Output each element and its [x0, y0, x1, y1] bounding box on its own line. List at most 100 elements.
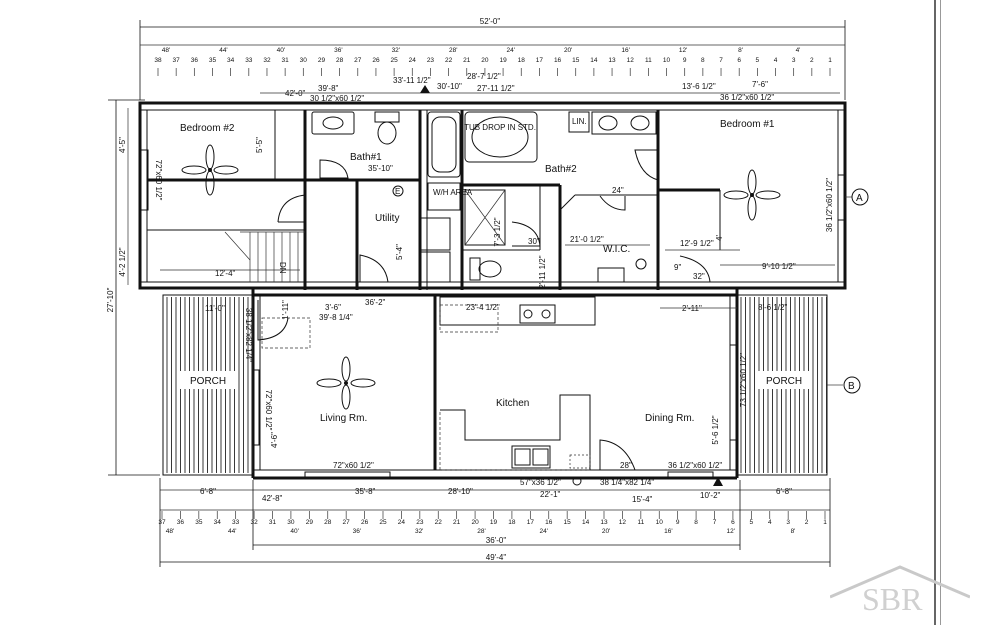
tick-label: 16	[545, 519, 553, 526]
tick-label: 6	[737, 57, 741, 64]
tick-feet-label: 8'	[738, 47, 743, 54]
shower-icon	[464, 189, 506, 246]
window-label: 72"x60 1/2"	[154, 160, 163, 201]
tick-label: 9	[676, 519, 680, 526]
dim-label: 8'-6 1/2"	[758, 303, 787, 312]
window-label: 36 1/2"x60 1/2"	[720, 93, 774, 102]
tick-feet-label: 20'	[602, 528, 610, 535]
dim-label: 5'-5"	[255, 137, 264, 153]
tick-feet-label: 32'	[392, 47, 400, 54]
tick-label: 37	[158, 519, 166, 526]
tick-label: 28	[324, 519, 332, 526]
grid-label-a: A	[856, 193, 863, 204]
room-bedroom-2: Bedroom #2	[180, 123, 235, 134]
dim-label: 4'-5"	[118, 137, 127, 153]
dim-label: 39'-8 1/4"	[319, 313, 353, 322]
tick-label: 9	[683, 57, 687, 64]
dim-label: 5'-4"	[395, 244, 404, 260]
tick-label: 38	[154, 57, 162, 64]
dim-label: 35'-8"	[355, 487, 376, 496]
bathtub-icon	[427, 111, 461, 178]
tick-label: 12	[619, 519, 627, 526]
tick-label: 14	[582, 519, 590, 526]
tick-label: 21	[463, 57, 471, 64]
overall-width-label: 52'-0"	[480, 17, 501, 26]
tick-label: 29	[306, 519, 314, 526]
door-width-label: 28"	[620, 461, 632, 470]
room-walk-in-closet: W.I.C.	[603, 244, 630, 255]
tick-label: 18	[508, 519, 516, 526]
tick-label: 35	[209, 57, 217, 64]
tick-label: 4	[768, 519, 772, 526]
tick-label: 2	[805, 519, 809, 526]
window-label: 38 1/4"x82 1/4"	[600, 478, 654, 487]
dim-label: 1'-11"	[281, 300, 290, 320]
tick-label: 3	[786, 519, 790, 526]
tick-label: 22	[435, 519, 443, 526]
dim-label: 13'-6 1/2"	[682, 82, 716, 91]
tick-label: 5	[750, 519, 754, 526]
tick-label: 11	[645, 57, 652, 64]
room-dining: Dining Rm.	[645, 413, 694, 424]
page-edge	[934, 0, 941, 625]
ceiling-fan-icon	[181, 144, 239, 196]
tick-feet-label: 12'	[679, 47, 687, 54]
tick-label: 17	[527, 519, 535, 526]
kitchen-sink-icon	[511, 445, 551, 469]
porch-right	[736, 294, 828, 476]
range-icon	[519, 304, 556, 324]
dim-label: 30 1/2"x60 1/2"	[310, 94, 364, 103]
tick-label: 24	[398, 519, 406, 526]
dim-label: 6'-8"	[200, 487, 216, 496]
dim-label: 9"	[674, 263, 681, 272]
toilet-icon	[374, 111, 400, 145]
dim-label: 9'-10 1/2"	[762, 262, 796, 271]
tick-label: 36	[177, 519, 185, 526]
door-width-label: 32"	[693, 272, 705, 281]
tick-label: 1	[828, 57, 832, 64]
room-bath-2: Bath#2	[545, 164, 577, 175]
tick-label: 11	[637, 519, 644, 526]
dim-label: 36'-2"	[365, 298, 386, 307]
room-kitchen: Kitchen	[496, 398, 529, 409]
tick-label: 20	[471, 519, 479, 526]
room-utility: Utility	[375, 213, 399, 224]
dim-label: 7'-6"	[752, 80, 768, 89]
tick-label: 34	[227, 57, 235, 64]
tick-label: 30	[287, 519, 295, 526]
tick-label: 20	[481, 57, 489, 64]
tick-feet-label: 36'	[353, 528, 361, 535]
tick-label: 26	[372, 57, 380, 64]
tick-label: 19	[499, 57, 507, 64]
porch-left-label: PORCH	[190, 376, 226, 387]
tick-label: 7	[713, 519, 717, 526]
tick-label: 23	[427, 57, 435, 64]
ceiling-fan-icon	[723, 169, 781, 221]
window-label: 72"x60 1/2"	[264, 390, 273, 431]
tick-label: 10	[663, 57, 671, 64]
tick-label: 21	[453, 519, 461, 526]
tick-label: 27	[343, 519, 351, 526]
tick-label: 18	[518, 57, 526, 64]
tick-label: 12	[627, 57, 635, 64]
washer-dryer-icon	[419, 217, 451, 283]
grid-label-b: B	[848, 381, 855, 392]
window-label: 57"x36 1/2"	[520, 478, 561, 487]
tick-label: 34	[214, 519, 222, 526]
tick-label: 2	[810, 57, 814, 64]
dim-label: 11'-0"	[205, 304, 225, 313]
tick-label: 19	[490, 519, 498, 526]
tick-feet-label: 16'	[621, 47, 629, 54]
tick-feet-label: 8'	[791, 528, 796, 535]
tick-label: 33	[245, 57, 253, 64]
dim-label: 4'	[715, 235, 724, 241]
window-label: 73 1/2"x60 1/2"	[739, 353, 748, 407]
tick-label: 30	[300, 57, 308, 64]
porch-right-label: PORCH	[766, 376, 802, 387]
tick-feet-label: 24'	[506, 47, 514, 54]
bottom-width-label: 49'-4"	[486, 553, 507, 562]
tick-label: 24	[409, 57, 417, 64]
